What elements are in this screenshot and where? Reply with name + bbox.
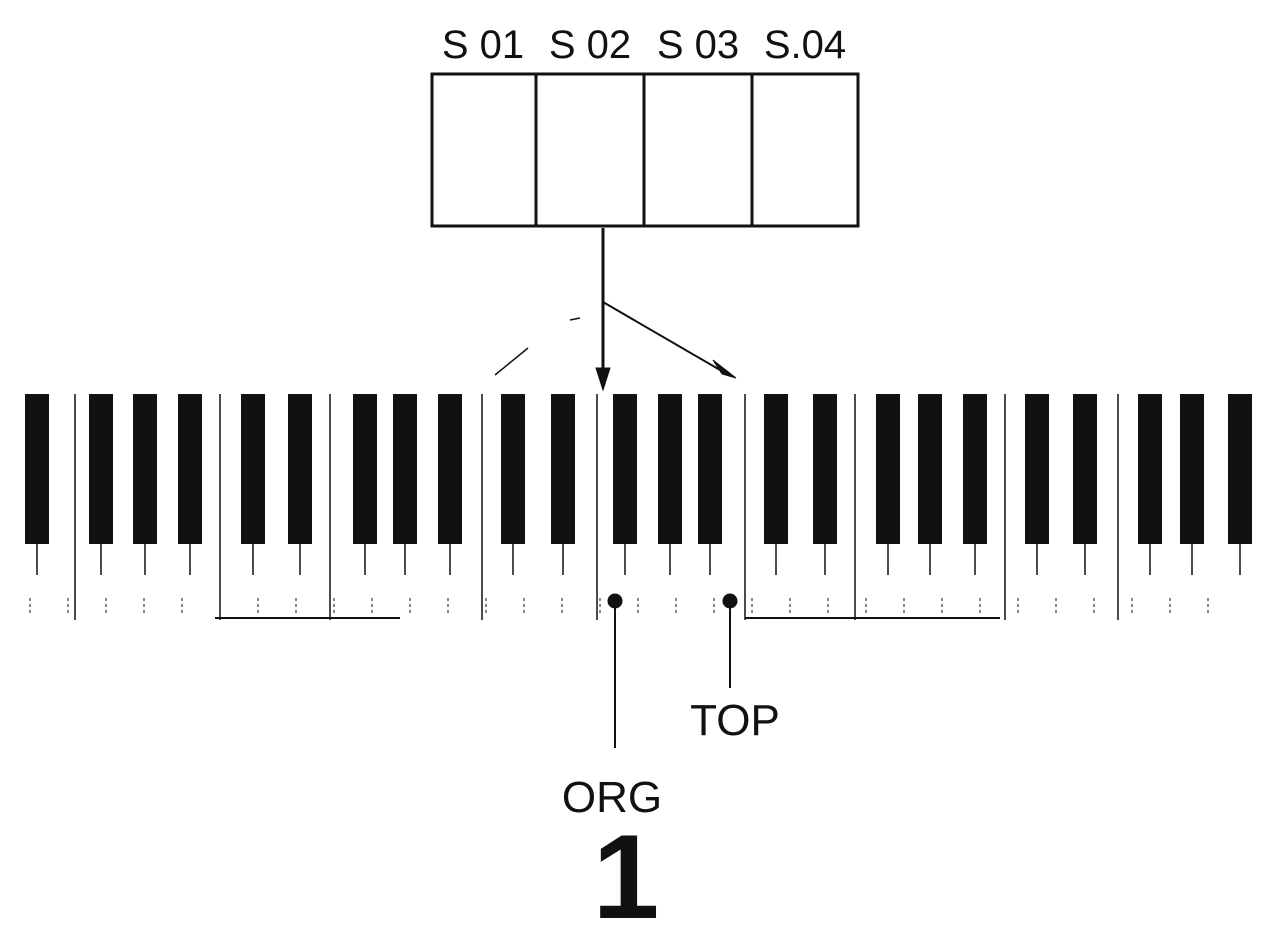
black-key (764, 394, 788, 544)
black-key (25, 394, 49, 544)
black-key (178, 394, 202, 544)
slot-label-s01: S 01 (442, 23, 524, 67)
arrowhead-down (596, 368, 610, 390)
black-key (1180, 394, 1204, 544)
slot-boxes (432, 74, 858, 226)
black-key (1138, 394, 1162, 544)
keyboard (25, 394, 1252, 620)
black-key (89, 394, 113, 544)
slot-label-s02: S 02 (549, 23, 631, 67)
black-key (876, 394, 900, 544)
black-key (1228, 394, 1252, 544)
slot-label-s04: S.04 (764, 23, 846, 67)
slot-box-s01 (432, 74, 536, 226)
black-key (698, 394, 722, 544)
slot-box-s03 (644, 74, 752, 226)
assignment-arrows (495, 228, 736, 390)
black-key (813, 394, 837, 544)
black-key (393, 394, 417, 544)
top-label: TOP (690, 696, 780, 745)
slot-label-s03: S 03 (657, 23, 739, 67)
black-key (613, 394, 637, 544)
black-key (353, 394, 377, 544)
figure-number: 1 (593, 810, 660, 928)
black-key (1025, 394, 1049, 544)
black-key (241, 394, 265, 544)
black-key (551, 394, 575, 544)
black-key (501, 394, 525, 544)
black-key (918, 394, 942, 544)
faint-stroke (495, 348, 528, 375)
slot-box-s04 (752, 74, 858, 226)
black-key (963, 394, 987, 544)
black-key (133, 394, 157, 544)
arrow-line-diagonal (603, 302, 720, 370)
black-key (438, 394, 462, 544)
black-key (1073, 394, 1097, 544)
black-key (658, 394, 682, 544)
faint-dash (570, 318, 580, 320)
black-key (288, 394, 312, 544)
slot-box-s02 (536, 74, 644, 226)
